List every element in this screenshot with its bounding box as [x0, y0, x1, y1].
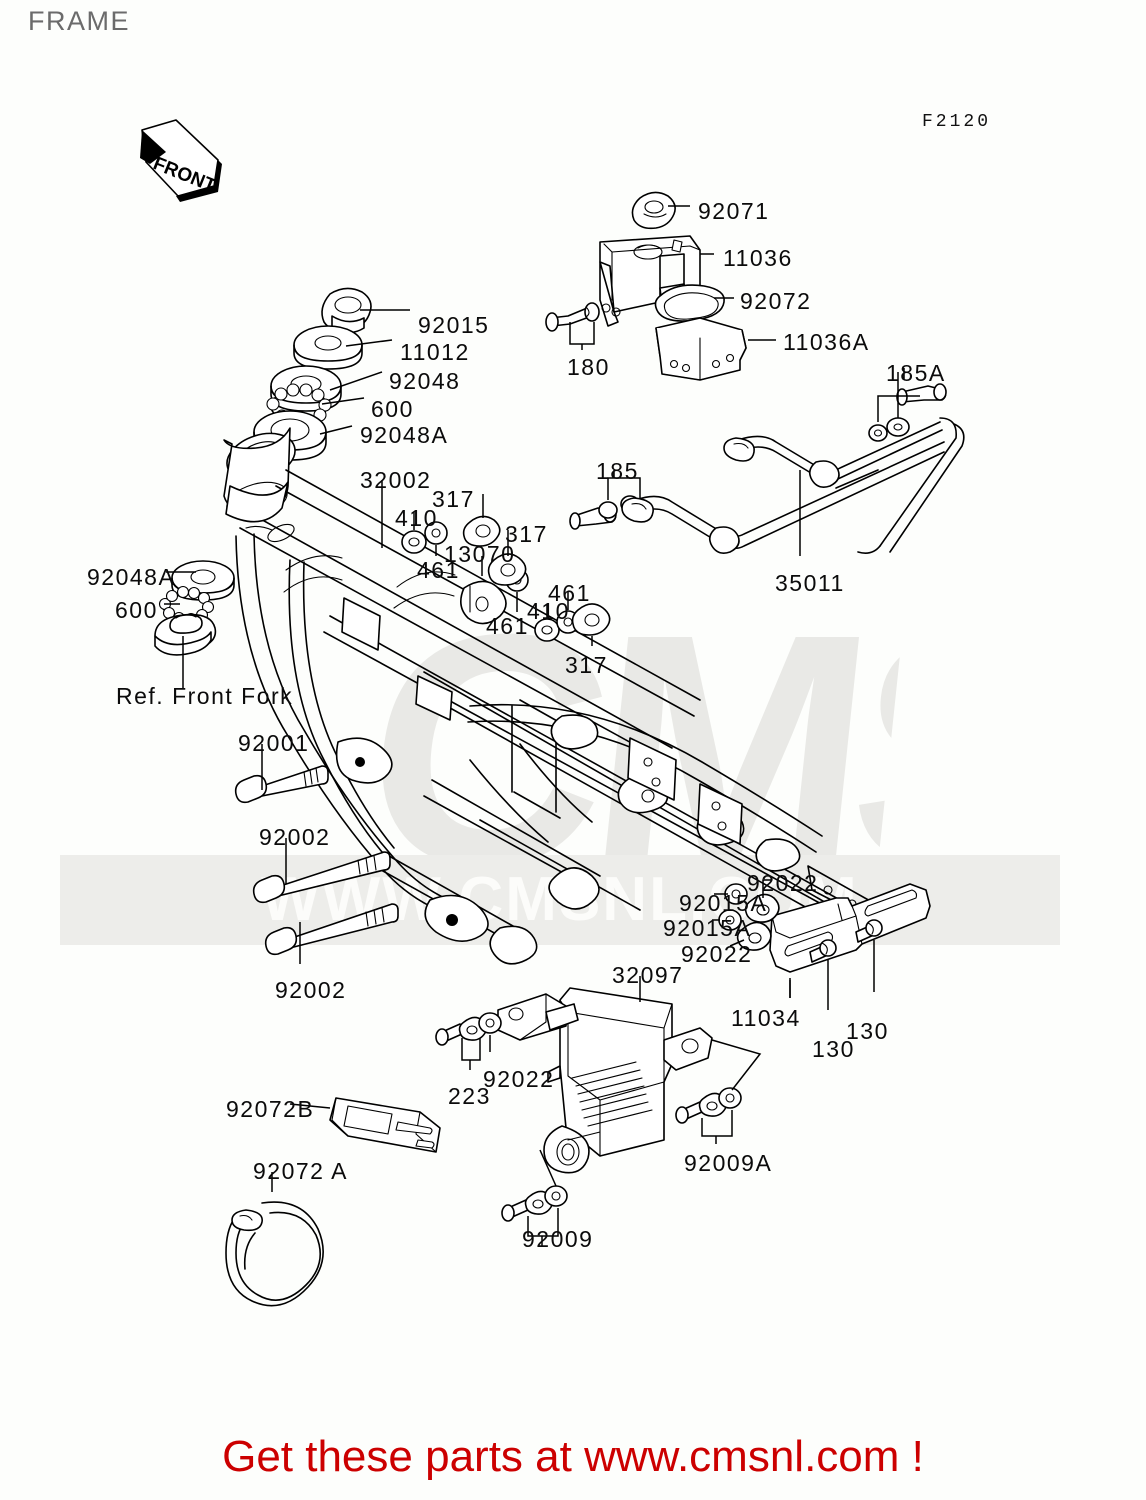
part-label-92002-a: 92002	[259, 824, 331, 850]
page-title: FRAME	[28, 6, 130, 36]
part-label-92022-a: 92022	[747, 870, 819, 896]
part-185A-bolt-washer-set	[868, 372, 947, 442]
fastener-cluster-mid	[460, 530, 529, 625]
fastener-cluster-upper	[401, 494, 501, 556]
part-label-92048A-lower: 92048A	[87, 564, 176, 590]
part-label-600: 600	[371, 396, 414, 422]
part-label-92001: 92001	[238, 730, 310, 756]
part-label-92015A-b: 92015A	[663, 915, 752, 941]
part-label-92048A: 92048A	[360, 422, 449, 448]
part-label-317-a: 317	[432, 486, 475, 512]
part-label-92009A: 92009A	[684, 1150, 773, 1176]
part-label-461-b: 461	[486, 613, 529, 639]
part-92002-bolt-upper	[252, 851, 391, 904]
part-front-fork-stem-reference	[154, 613, 217, 656]
part-label-32002: 32002	[360, 467, 432, 493]
part-label-13070: 13070	[444, 541, 516, 567]
part-label-92071: 92071	[698, 198, 770, 224]
part-label-92022-c: 92022	[483, 1066, 555, 1092]
plate-bracket-fasteners	[712, 879, 883, 1010]
battery-case-fasteners-left	[435, 1012, 502, 1070]
battery-case-fasteners-92009	[501, 1149, 568, 1246]
part-label-92009: 92009	[522, 1226, 594, 1252]
part-label-92072B: 92072B	[226, 1096, 315, 1122]
part-label-11036: 11036	[723, 245, 793, 271]
part-92072A-hose-clamp	[225, 1172, 324, 1307]
part-label-11012: 11012	[400, 339, 470, 365]
part-180-bolt-set	[545, 302, 600, 332]
fastener-cluster-lower	[534, 592, 611, 646]
part-label-185A: 185A	[886, 360, 946, 386]
part-label-92015A-a: 92015A	[679, 890, 768, 916]
part-label-410-a: 410	[395, 505, 438, 531]
part-label-130-b: 130	[812, 1036, 855, 1062]
part-92072B-clamp-plate	[329, 1097, 441, 1153]
part-label-92002-b: 92002	[275, 977, 347, 1003]
part-label-180: 180	[567, 354, 610, 380]
part-92002-bolt-lower	[264, 903, 399, 956]
part-label-92072: 92072	[740, 288, 812, 314]
part-label-185: 185	[596, 458, 639, 484]
part-label-130-a: 130	[846, 1018, 889, 1044]
part-32002-frame-body	[223, 427, 886, 965]
part-label-11034: 11034	[731, 1005, 801, 1031]
note-ref-front-fork: Ref. Front Fork	[116, 683, 294, 709]
part-label-223: 223	[448, 1083, 491, 1109]
part-label-92048: 92048	[389, 368, 461, 394]
part-92071-nut	[631, 191, 676, 230]
part-label-461-a: 461	[417, 557, 460, 583]
part-11036A-lower-bracket	[655, 317, 747, 381]
part-label-317-b: 317	[505, 521, 548, 547]
figure-code: F2120	[921, 112, 991, 132]
part-label-11036A: 11036A	[783, 329, 870, 355]
part-label-35011: 35011	[775, 570, 845, 596]
part-92072-grommet	[654, 284, 725, 322]
part-label-600-lower: 600	[115, 597, 158, 623]
leader-lines	[164, 205, 905, 1109]
part-92001-bolt	[234, 765, 329, 804]
part-label-92022-b: 92022	[681, 941, 753, 967]
battery-case-fasteners-92009A	[675, 1039, 762, 1144]
part-label-32097: 32097	[612, 962, 684, 988]
part-35011-frame-guard-bar	[621, 417, 965, 554]
part-label-92072A: 92072 A	[253, 1158, 348, 1184]
part-label-92015: 92015	[418, 312, 490, 338]
part-32097-battery-case	[497, 987, 713, 1174]
part-label-317-c: 317	[565, 652, 608, 678]
front-arrow-icon: FRONT	[140, 119, 222, 202]
promo-banner: Get these parts at www.cmsnl.com !	[222, 1432, 924, 1481]
part-11034-plate-bracket	[769, 883, 931, 973]
part-label-461-c: 461	[548, 580, 591, 606]
part-label-410-b: 410	[527, 598, 570, 624]
part-11012-cap	[293, 325, 363, 370]
